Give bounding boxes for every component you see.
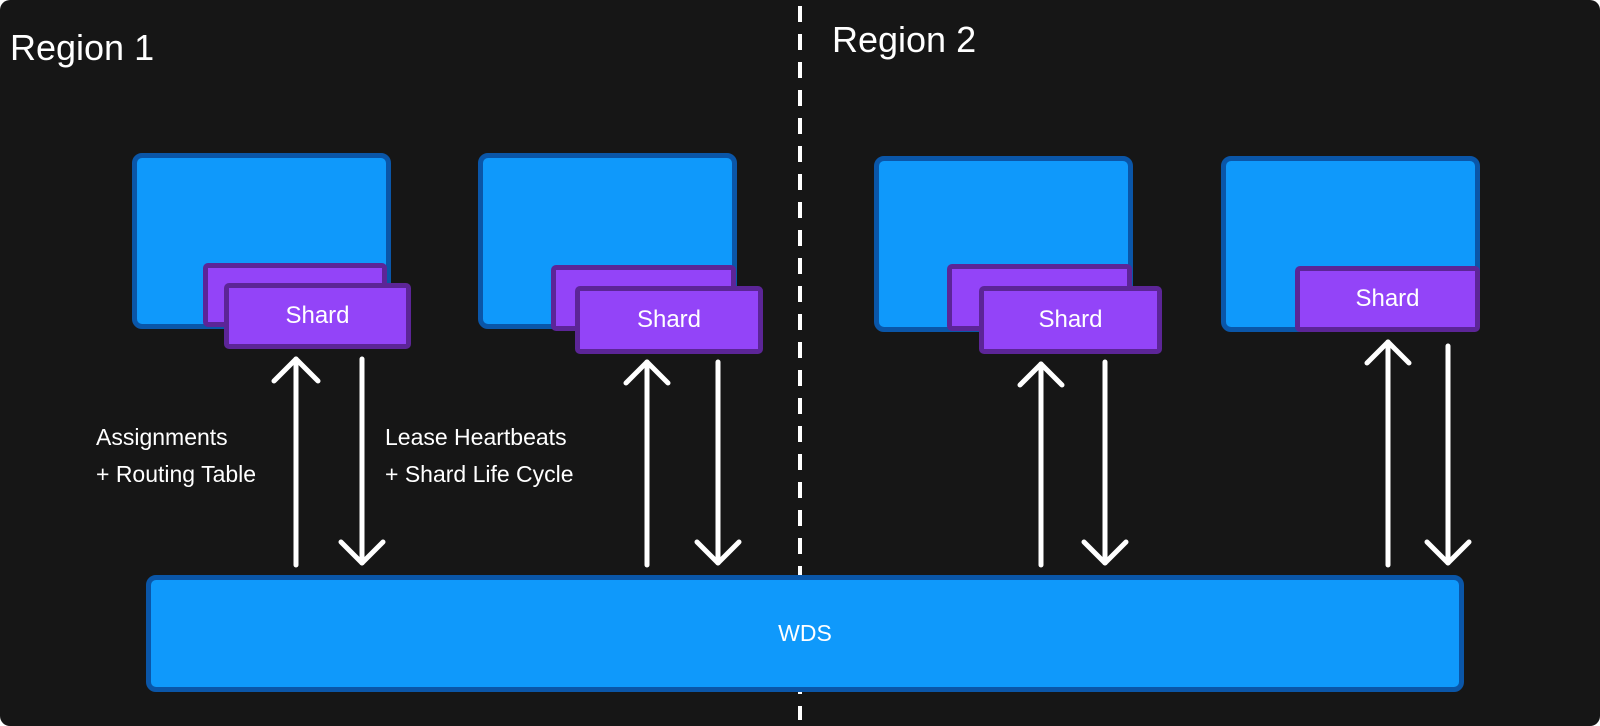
up-arrow-host-4 [1364, 339, 1412, 568]
region-divider [798, 6, 802, 720]
host-4-shard: Shard [1295, 266, 1480, 332]
region-1-title: Region 1 [10, 27, 155, 68]
host-2-shard: Shard [575, 286, 763, 354]
region-2-title: Region 2 [832, 19, 977, 60]
lease-caption-line-2: + Shard Life Cycle [385, 461, 574, 487]
down-arrow-host-4 [1424, 343, 1472, 566]
down-arrow-host-3 [1081, 359, 1129, 566]
down-arrow-host-2 [694, 359, 742, 566]
assignments-caption-line-1: Assignments [96, 424, 228, 450]
lease-caption: Lease Heartbeats + Shard Life Cycle [385, 419, 574, 493]
wds-bar: WDS [146, 575, 1464, 692]
host-1-shard: Shard [224, 283, 411, 349]
assignments-caption: Assignments + Routing Table [96, 419, 256, 493]
up-arrow-host-2 [623, 359, 671, 568]
assignments-caption-line-2: + Routing Table [96, 461, 257, 487]
host-3-shard: Shard [979, 286, 1162, 354]
down-arrow-host-1 [338, 356, 386, 566]
lease-caption-line-1: Lease Heartbeats [385, 424, 567, 450]
up-arrow-host-3 [1017, 361, 1065, 568]
up-arrow-host-1 [271, 356, 321, 568]
